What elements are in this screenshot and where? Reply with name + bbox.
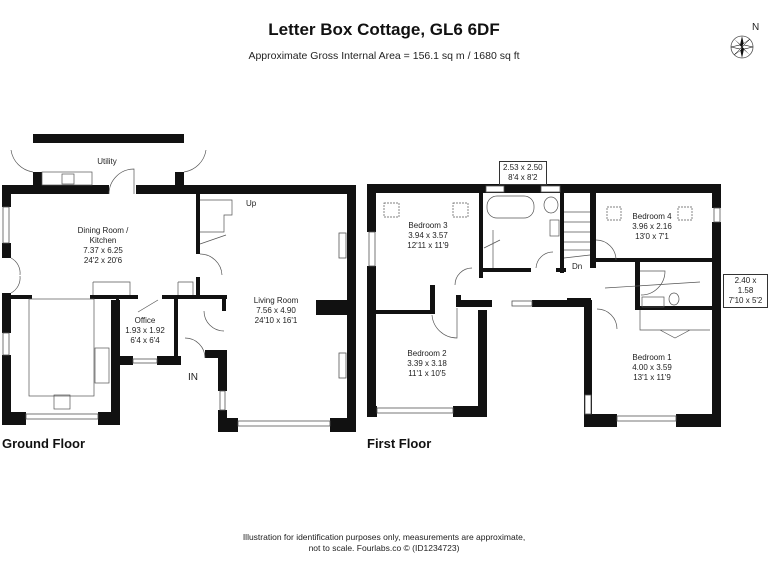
room-dims-imperial: 12'11 x 11'9	[407, 241, 449, 250]
disclaimer-line-2: not to scale. Fourlabs.co © (ID1234723)	[308, 543, 460, 553]
room-label-living-room: Living Room 7.56 x 4.90 24'10 x 16'1	[254, 296, 298, 326]
room-name: Bedroom 1	[632, 353, 672, 362]
room-name: Bedroom 2	[407, 349, 447, 358]
bathroom-dimensions: 2.53 x 2.50 8'4 x 8'2	[499, 161, 547, 185]
room-label-bedroom-3: Bedroom 3 3.94 x 3.57 12'11 x 11'9	[407, 221, 448, 251]
stairs-up-label: Up	[246, 199, 257, 208]
room-name-cont: Kitchen	[89, 236, 117, 245]
room-label-utility: Utility	[97, 157, 117, 166]
ground-floor-fixtures	[10, 149, 233, 410]
ground-floor-windows	[2, 206, 347, 427]
disclaimer: Illustration for identification purposes…	[0, 532, 768, 554]
entrance-label: IN	[188, 372, 198, 383]
first-floor-windows	[368, 185, 721, 422]
room-dims-metric: 3.96 x 2.16	[632, 222, 672, 231]
ground-floor-label: Ground Floor	[2, 436, 86, 451]
disclaimer-line-1: Illustration for identification purposes…	[242, 532, 526, 542]
dims-imperial: 7'10 x 5'2	[728, 296, 763, 305]
room-label-bedroom-1: Bedroom 1 4.00 x 3.59 13'1 x 11'9	[632, 353, 672, 383]
room-dims-metric: 7.37 x 6.25	[83, 246, 123, 255]
room-dims-imperial: 24'2 x 20'6	[83, 256, 123, 265]
ensuite-dimensions: 2.40 x 1.58 7'10 x 5'2	[723, 274, 768, 308]
compass-north-label: N	[752, 22, 760, 33]
first-floor-fixtures	[383, 195, 710, 339]
gross-area: Approximate Gross Internal Area = 156.1 …	[248, 50, 520, 62]
room-name: Office	[134, 316, 156, 325]
room-name: Living Room	[253, 296, 299, 305]
room-label-bedroom-2: Bedroom 2 3.39 x 3.18 11'1 x 10'5	[407, 349, 447, 379]
stairs-down-label: Dn	[572, 262, 583, 271]
room-dims-metric: 3.94 x 3.57	[408, 231, 448, 240]
room-dims-imperial: 24'10 x 16'1	[254, 316, 298, 325]
room-label-bedroom-4: Bedroom 4 3.96 x 2.16 13'0 x 7'1	[632, 212, 672, 242]
first-floor-label: First Floor	[367, 436, 432, 451]
room-name: Bedroom 3	[408, 221, 448, 230]
room-dims-imperial: 13'0 x 7'1	[635, 232, 669, 241]
property-title: Letter Box Cottage, GL6 6DF	[268, 20, 500, 39]
room-name: Bedroom 4	[632, 212, 672, 221]
ground-floor-walls	[2, 134, 356, 432]
room-dims-imperial: 13'1 x 11'9	[633, 373, 671, 382]
compass-north-icon	[730, 35, 754, 59]
room-dims-metric: 4.00 x 3.59	[632, 363, 672, 372]
dims-metric: 2.53 x 2.50	[503, 163, 543, 172]
room-dims-metric: 3.39 x 3.18	[407, 359, 447, 368]
room-dims-imperial: 6'4 x 6'4	[130, 336, 160, 345]
room-label-dining-kitchen: Dining Room / Kitchen 7.37 x 6.25 24'2 x…	[78, 226, 129, 266]
room-dims-imperial: 11'1 x 10'5	[408, 369, 446, 378]
room-name: Dining Room /	[77, 226, 129, 235]
dims-metric: 2.40 x 1.58	[734, 276, 757, 295]
room-label-office: Office 1.93 x 1.92 6'4 x 6'4	[125, 316, 165, 346]
room-dims-metric: 1.93 x 1.92	[125, 326, 165, 335]
room-dims-metric: 7.56 x 4.90	[256, 306, 296, 315]
dims-imperial: 8'4 x 8'2	[508, 173, 538, 182]
